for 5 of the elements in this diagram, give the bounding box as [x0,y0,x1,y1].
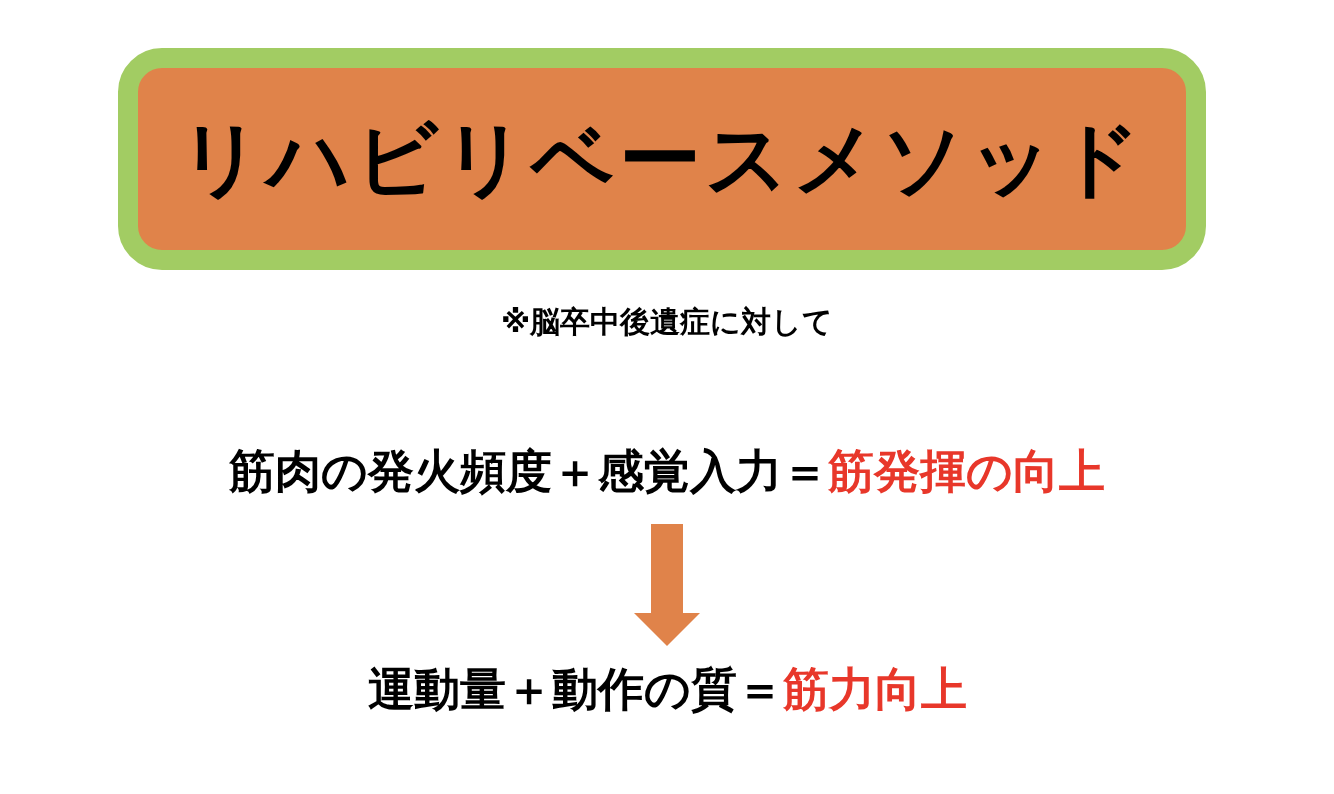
formula-text: 運動量＋動作の質＝筋力向上 [367,658,967,720]
note-text: ※脳卒中後遺症に対して [500,303,834,341]
formula-text: 筋肉の発火頻度＋感覚入力＝筋発揮の向上 [229,440,1105,502]
arrow [634,524,700,646]
title-box: リハビリベースメソッド [118,48,1206,270]
